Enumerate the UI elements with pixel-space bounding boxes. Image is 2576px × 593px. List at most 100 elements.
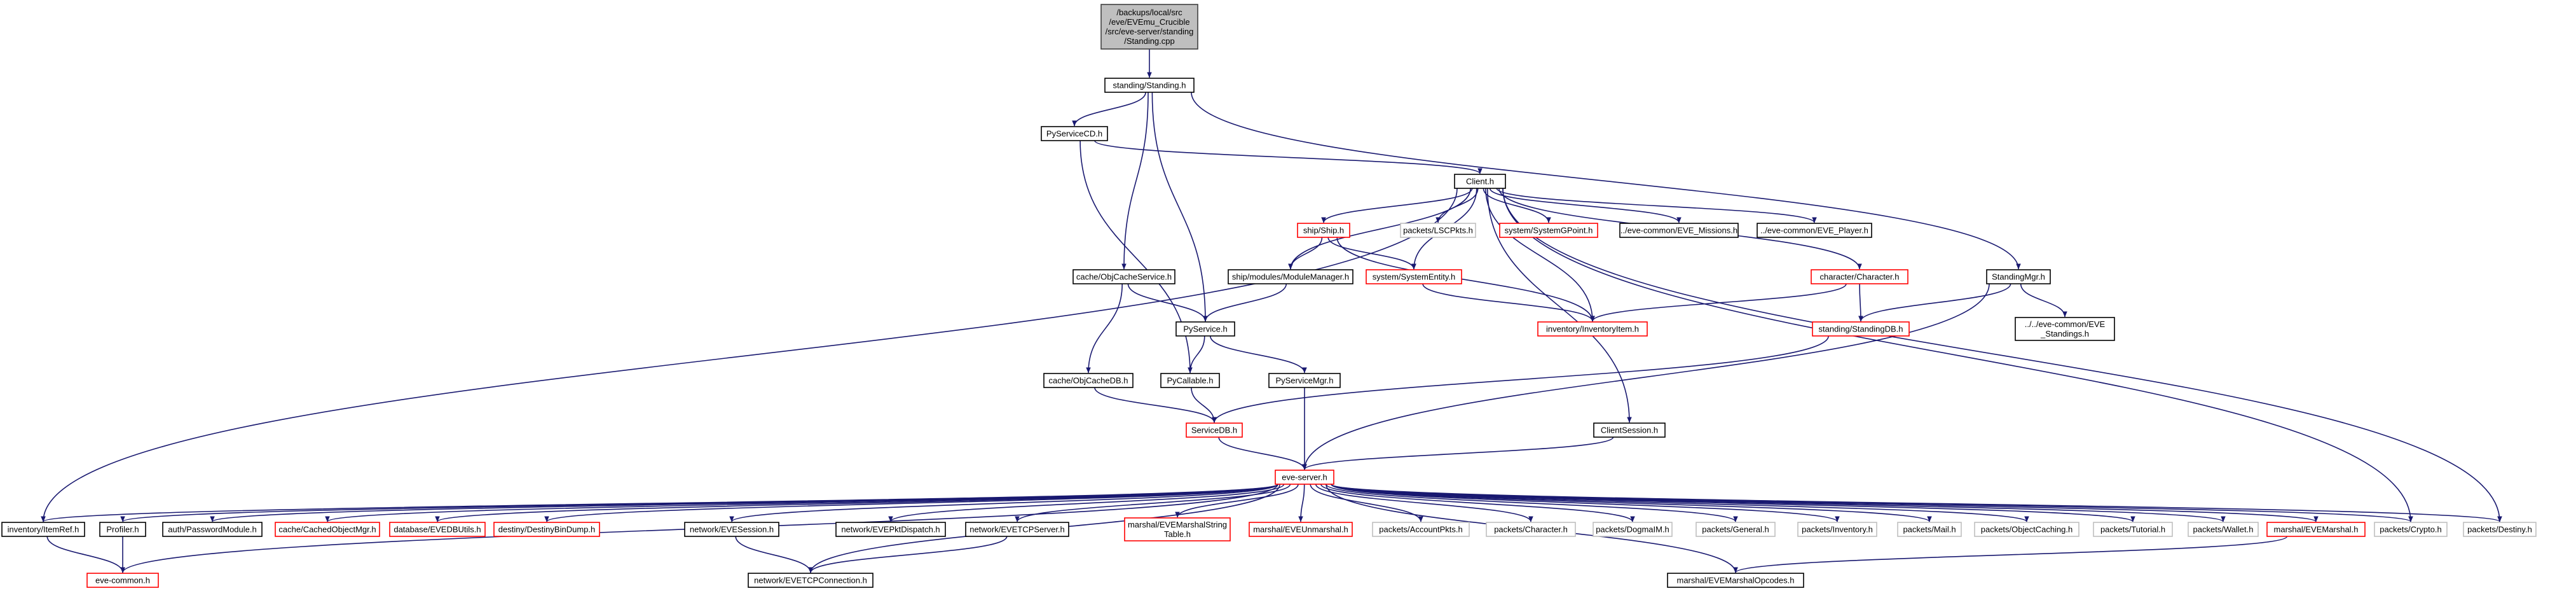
node-box-evesession[interactable]	[684, 522, 779, 537]
node-eveserver[interactable]: eve-server.h	[1275, 470, 1334, 485]
node-standingdb[interactable]: standing/StandingDB.h	[1812, 321, 1910, 337]
node-box-eveunmarshal[interactable]	[1249, 522, 1353, 537]
node-box-pk_crypto[interactable]	[2374, 522, 2448, 537]
node-evepktdispatch[interactable]: network/EVEPktDispatch.h	[835, 522, 946, 537]
node-pk_inventory[interactable]: packets/Inventory.h	[1797, 522, 1877, 537]
node-modulemanager[interactable]: ship/modules/ModuleManager.h	[1228, 269, 1353, 284]
node-box-pycallable[interactable]	[1160, 373, 1220, 388]
node-box-ship[interactable]	[1297, 223, 1350, 238]
node-box-evepktdispatch[interactable]	[835, 522, 946, 537]
node-standingmgr[interactable]: StandingMgr.h	[1986, 269, 2051, 284]
node-box-servicedb[interactable]	[1186, 422, 1243, 438]
node-box-inventoryitem[interactable]	[1537, 321, 1648, 337]
node-evecommon[interactable]: eve-common.h	[86, 573, 159, 588]
node-box-objcacheservice[interactable]	[1072, 269, 1175, 284]
node-servicedb[interactable]: ServiceDB.h	[1186, 422, 1243, 438]
node-pk_character[interactable]: packets/Character.h	[1486, 522, 1576, 537]
node-pk_crypto[interactable]: packets/Crypto.h	[2374, 522, 2448, 537]
node-character[interactable]: character/Character.h	[1811, 269, 1908, 284]
node-box-cachedobjectmgr[interactable]	[275, 522, 380, 537]
node-evetcpserver[interactable]: network/EVETCPServer.h	[965, 522, 1069, 537]
node-box-profiler[interactable]	[99, 522, 146, 537]
node-pyservice[interactable]: PyService.h	[1175, 321, 1235, 337]
node-passwordmodule[interactable]: auth/PasswordModule.h	[162, 522, 263, 537]
node-sysgpoint[interactable]: system/SystemGPoint.h	[1499, 223, 1598, 238]
node-box-pk_destiny[interactable]	[2463, 522, 2537, 537]
node-box-evedbutils[interactable]	[389, 522, 486, 537]
node-box-pk_mail[interactable]	[1897, 522, 1962, 537]
node-accountpkts[interactable]: packets/AccountPkts.h	[1372, 522, 1470, 537]
node-eve_missions[interactable]: ../eve-common/EVE_Missions.h	[1619, 223, 1739, 238]
node-box-pyservice[interactable]	[1175, 321, 1235, 337]
node-ship[interactable]: ship/Ship.h	[1297, 223, 1350, 238]
node-pyservicecd[interactable]: PyServiceCD.h	[1041, 126, 1108, 141]
node-box-evetcpserver[interactable]	[965, 522, 1069, 537]
node-objcachedb[interactable]: cache/ObjCacheDB.h	[1043, 373, 1134, 388]
node-box-modulemanager[interactable]	[1228, 269, 1353, 284]
node-evemarshalopcodes[interactable]: marshal/EVEMarshalOpcodes.h	[1667, 573, 1804, 588]
node-pk_destiny[interactable]: packets/Destiny.h	[2463, 522, 2537, 537]
node-box-accountpkts[interactable]	[1372, 522, 1470, 537]
node-box-evemarshalstring[interactable]	[1124, 517, 1231, 541]
node-box-eve_standings[interactable]	[2015, 317, 2115, 341]
node-box-evemarshalopcodes[interactable]	[1667, 573, 1804, 588]
node-box-evecommon[interactable]	[86, 573, 159, 588]
node-client[interactable]: Client.h	[1454, 174, 1506, 189]
node-box-destinybindump[interactable]	[493, 522, 600, 537]
node-box-pk_character[interactable]	[1486, 522, 1576, 537]
node-box-pyservicemgr[interactable]	[1268, 373, 1341, 388]
node-eve_player[interactable]: ../eve-common/EVE_Player.h	[1757, 223, 1872, 238]
node-dogmaim[interactable]: packets/DogmaIM.h	[1593, 522, 1673, 537]
node-box-itemref[interactable]	[1, 522, 85, 537]
node-box-eve_missions[interactable]	[1619, 223, 1739, 238]
node-pk_objcaching[interactable]: packets/ObjectCaching.h	[1974, 522, 2079, 537]
node-evedbutils[interactable]: database/EVEDBUtils.h	[389, 522, 486, 537]
node-box-client[interactable]	[1454, 174, 1506, 189]
node-box-lscpkts[interactable]	[1400, 223, 1476, 238]
node-destinybindump[interactable]: destiny/DestinyBinDump.h	[493, 522, 600, 537]
node-box-systementity[interactable]	[1366, 269, 1462, 284]
node-inventoryitem[interactable]: inventory/InventoryItem.h	[1537, 321, 1648, 337]
node-box-sysgpoint[interactable]	[1499, 223, 1598, 238]
node-profiler[interactable]: Profiler.h	[99, 522, 146, 537]
node-box-character[interactable]	[1811, 269, 1908, 284]
node-box-evetcpconnection[interactable]	[748, 573, 874, 588]
node-evemarshal[interactable]: marshal/EVEMarshal.h	[2266, 522, 2366, 537]
node-box-standingmgr[interactable]	[1986, 269, 2051, 284]
node-itemref[interactable]: inventory/ItemRef.h	[1, 522, 85, 537]
node-standing_h[interactable]: standing/Standing.h	[1104, 78, 1195, 93]
node-evesession[interactable]: network/EVESession.h	[684, 522, 779, 537]
node-lscpkts[interactable]: packets/LSCPkts.h	[1400, 223, 1476, 238]
node-box-standingdb[interactable]	[1812, 321, 1910, 337]
node-box-dogmaim[interactable]	[1593, 522, 1673, 537]
node-box-objcachedb[interactable]	[1043, 373, 1134, 388]
node-cachedobjectmgr[interactable]: cache/CachedObjectMgr.h	[275, 522, 380, 537]
node-objcacheservice[interactable]: cache/ObjCacheService.h	[1072, 269, 1175, 284]
node-eve_standings[interactable]: ../../eve-common/EVE_Standings.h	[2015, 317, 2115, 341]
node-pk_wallet[interactable]: packets/Wallet.h	[2188, 522, 2259, 537]
node-systementity[interactable]: system/SystemEntity.h	[1366, 269, 1462, 284]
node-box-pk_inventory[interactable]	[1797, 522, 1877, 537]
node-box-eveserver[interactable]	[1275, 470, 1334, 485]
node-root[interactable]: /backups/local/src/eve/EVEmu_Crucible/sr…	[1100, 4, 1198, 50]
node-evetcpconnection[interactable]: network/EVETCPConnection.h	[748, 573, 874, 588]
node-clientsession[interactable]: ClientSession.h	[1593, 422, 1666, 438]
node-box-pk_tutorial[interactable]	[2093, 522, 2173, 537]
node-box-root[interactable]	[1100, 4, 1198, 50]
node-pycallable[interactable]: PyCallable.h	[1160, 373, 1220, 388]
node-box-pk_wallet[interactable]	[2188, 522, 2259, 537]
node-box-clientsession[interactable]	[1593, 422, 1666, 438]
node-box-eve_player[interactable]	[1757, 223, 1872, 238]
node-box-pyservicecd[interactable]	[1041, 126, 1108, 141]
node-eveunmarshal[interactable]: marshal/EVEUnmarshal.h	[1249, 522, 1353, 537]
node-box-passwordmodule[interactable]	[162, 522, 263, 537]
node-box-pk_objcaching[interactable]	[1974, 522, 2079, 537]
node-box-standing_h[interactable]	[1104, 78, 1195, 93]
node-box-pk_general[interactable]	[1696, 522, 1776, 537]
node-pyservicemgr[interactable]: PyServiceMgr.h	[1268, 373, 1341, 388]
node-pk_mail[interactable]: packets/Mail.h	[1897, 522, 1962, 537]
node-pk_tutorial[interactable]: packets/Tutorial.h	[2093, 522, 2173, 537]
node-box-evemarshal[interactable]	[2266, 522, 2366, 537]
node-pk_general[interactable]: packets/General.h	[1696, 522, 1776, 537]
